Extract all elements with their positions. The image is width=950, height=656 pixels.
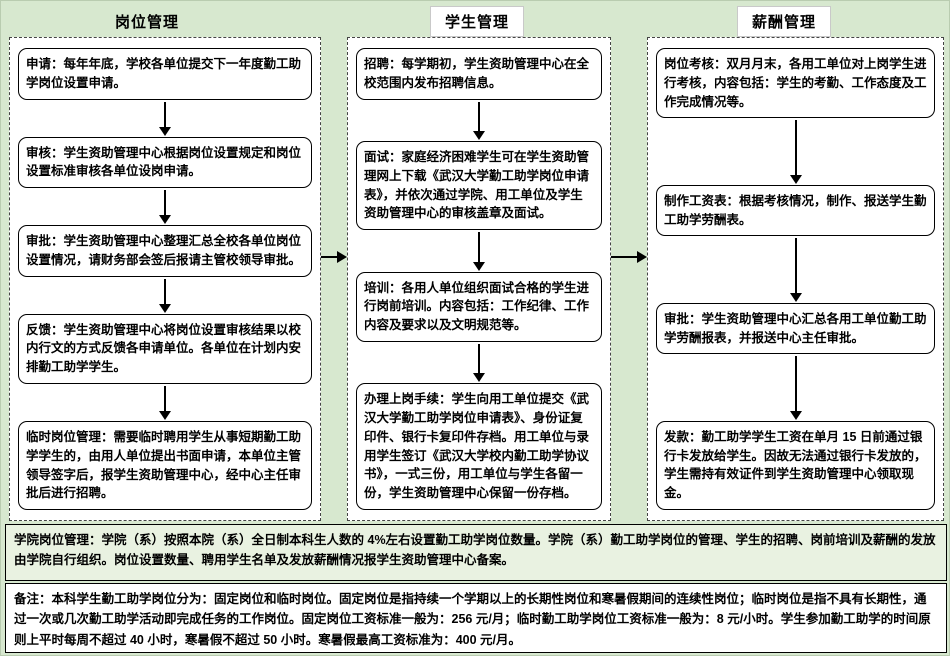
footer-college-text: 学院（系）按照本院（系）全日制本科生人数的 4%左右设置勤工助学岗位数量。学院（… — [14, 533, 936, 568]
box-audit: 审核：学生资助管理中心根据岗位设置规定和岗位设置标准审核各单位设岗申请。 — [18, 136, 312, 189]
down-arrow — [356, 342, 602, 384]
down-arrow — [656, 118, 935, 185]
box-interview: 面试：家庭经济困难学生可在学生资助管理网上下载《武汉大学勤工助学岗位申请表》，并… — [356, 141, 602, 231]
panel-salary-management: 岗位考核：双月月末，各用工单位对上岗学生进行考核，内容包括：学生的考勤、工作态度… — [647, 37, 944, 521]
down-arrow — [18, 384, 312, 421]
box-assessment-text: 双月月末，各用工单位对上岗学生进行考核，内容包括：学生的考勤、工作态度及工作完成… — [664, 57, 927, 109]
footer-college-position-management: 学院岗位管理：学院（系）按照本院（系）全日制本科生人数的 4%左右设置勤工助学岗… — [5, 524, 947, 581]
down-arrow — [656, 354, 935, 421]
box-approval-label: 审批： — [26, 234, 64, 249]
box-interview-text: 家庭经济困难学生可在学生资助管理网上下载《武汉大学勤工助学岗位申请表》，并依次通… — [364, 150, 590, 221]
down-arrow — [18, 277, 312, 314]
box-temp-position-text: 需要临时聘用学生从事短期勤工助学学生的，由用人单位提出书面申请，本单位主管领导签… — [26, 430, 302, 501]
down-arrow — [656, 236, 935, 303]
box-apply-text: 每年年底，学校各单位提交下一年度勤工助学岗位设置申请。 — [26, 57, 302, 90]
box-recruitment-text: 每学期初，学生资助管理中心在全校范围内发布招聘信息。 — [364, 57, 590, 90]
column-title-student-management: 学生管理 — [431, 7, 524, 36]
box-recruitment-label: 招聘： — [364, 57, 402, 71]
down-arrow — [356, 100, 602, 142]
box-payment-label: 发款： — [664, 429, 702, 444]
box-position-assessment: 岗位考核：双月月末，各用工单位对上岗学生进行考核，内容包括：学生的考勤、工作态度… — [656, 48, 935, 119]
box-approval: 审批：学生资助管理中心整理汇总全校各单位岗位设置情况，请财务部会签后报请主管校领… — [18, 225, 312, 277]
box-audit-label: 审核： — [26, 145, 64, 160]
box-pre-job-training: 培训：各用人单位组织面试合格的学生进行岗前培训。内容包括：工作纪律、工作内容及要… — [356, 271, 602, 342]
panel-student-management: 招聘：每学期初，学生资助管理中心在全校范围内发布招聘信息。 面试：家庭经济困难学… — [347, 37, 611, 521]
right-arrow-student-to-salary — [611, 250, 647, 264]
box-approval-text: 学生资助管理中心整理汇总全校各单位岗位设置情况，请财务部会签后报请主管校领导审批… — [26, 234, 302, 267]
box-onboarding-procedure: 办理上岗手续：学生向用工单位提交《武汉大学勤工助学岗位申请表》、身份证复印件、银… — [356, 383, 602, 510]
box-training-text: 各用人单位组织面试合格的学生进行岗前培训。内容包括：工作纪律、工作内容及要求以及… — [364, 280, 590, 333]
panel-position-management: 申请：每年年底，学校各单位提交下一年度勤工助学岗位设置申请。 审核：学生资助管理… — [9, 37, 321, 521]
down-arrow — [18, 188, 312, 225]
box-make-payroll-label: 制作工资表： — [664, 193, 740, 208]
right-arrow-position-to-student — [321, 250, 347, 264]
box-feedback: 反馈：学生资助管理中心将岗位设置审核结果以校内行文的方式反馈各申请单位。各单位在… — [18, 313, 312, 384]
box-payroll-approval-label: 审批： — [664, 311, 702, 326]
box-make-payroll: 制作工资表：根据考核情况，制作、报送学生勤工助学劳酬表。 — [656, 184, 935, 237]
box-temp-position-management: 临时岗位管理：需要临时聘用学生从事短期勤工助学学生的，由用人单位提出书面申请，本… — [18, 421, 312, 510]
footer-remarks-text: 本科学生勤工助学岗位分为：固定岗位和临时岗位。固定岗位是指持续一个学期以上的长期… — [14, 592, 931, 647]
box-payment-text: 勤工助学学生工资在单月 15 日前通过银行卡发放给学生。因故无法通过银行卡发放的… — [664, 429, 927, 501]
down-arrow — [356, 230, 602, 272]
footer-college-label: 学院岗位管理： — [14, 533, 102, 547]
box-apply-label: 申请： — [26, 57, 64, 71]
box-onboarding-text: 学生向用工单位提交《武汉大学勤工助学岗位申请表》、身份证复印件、银行卡复印件存档… — [364, 392, 590, 501]
box-temp-position-label: 临时岗位管理： — [26, 430, 114, 444]
footer-remarks: 备注：本科学生勤工助学岗位分为：固定岗位和临时岗位。固定岗位是指持续一个学期以上… — [5, 583, 947, 653]
box-make-payroll-text: 根据考核情况，制作、报送学生勤工助学劳酬表。 — [664, 193, 927, 227]
footer-remarks-label: 备注： — [14, 592, 52, 606]
box-apply: 申请：每年年底，学校各单位提交下一年度勤工助学岗位设置申请。 — [18, 48, 312, 100]
box-payment: 发款：勤工助学学生工资在单月 15 日前通过银行卡发放给学生。因故无法通过银行卡… — [656, 420, 935, 510]
box-audit-text: 学生资助管理中心根据岗位设置规定和岗位设置标准审核各单位设岗申请。 — [26, 145, 302, 179]
box-payroll-approval-text: 学生资助管理中心汇总各用工单位勤工助学劳酬报表，并报送中心主任审批。 — [664, 311, 927, 345]
box-feedback-text: 学生资助管理中心将岗位设置审核结果以校内行文的方式反馈各申请单位。各单位在计划内… — [26, 322, 302, 375]
box-interview-label: 面试： — [364, 150, 402, 165]
box-assessment-label: 岗位考核： — [664, 57, 727, 71]
column-title-position-management: 岗位管理 — [115, 14, 180, 31]
box-recruitment: 招聘：每学期初，学生资助管理中心在全校范围内发布招聘信息。 — [356, 48, 602, 100]
down-arrow — [18, 100, 312, 137]
box-onboarding-label: 办理上岗手续： — [364, 392, 452, 407]
box-payroll-approval: 审批：学生资助管理中心汇总各用工单位勤工助学劳酬报表，并报送中心主任审批。 — [656, 302, 935, 355]
box-training-label: 培训： — [364, 280, 402, 295]
box-feedback-label: 反馈： — [26, 322, 64, 337]
column-title-salary-management: 薪酬管理 — [738, 7, 831, 36]
